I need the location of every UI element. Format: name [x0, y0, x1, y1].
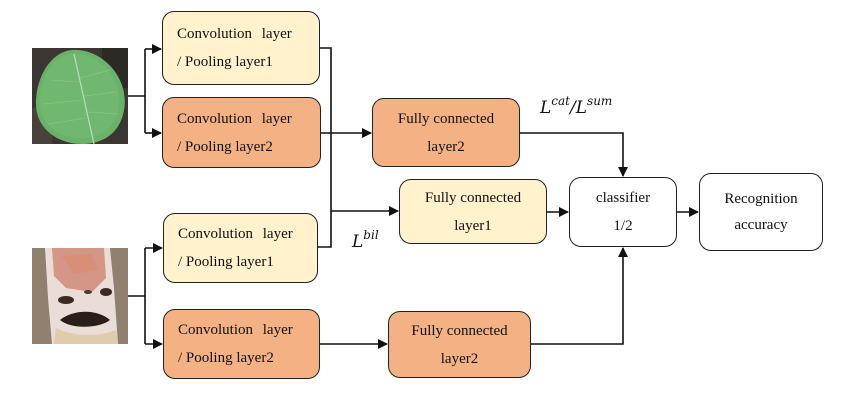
classifier-label-line1: classifier — [595, 190, 651, 206]
bottom-fc2-label-line2: layer2 — [440, 350, 479, 367]
bil-base: L — [352, 232, 364, 252]
sum-base: L — [575, 98, 588, 118]
top-fc2-label-line2: layer2 — [427, 138, 465, 155]
bottom-conv1-label-line2: / Pooling layer1 — [178, 254, 274, 270]
fc1-label-line1: Fully connected — [424, 189, 522, 206]
bottom-fc2-label-line1: Fully connected — [411, 322, 508, 339]
bark-image — [32, 248, 128, 344]
bottom-conv2-label-line1: Convolution layer — [178, 322, 293, 338]
bottom-conv2-label-line2: / Pooling layer2 — [178, 350, 274, 366]
bil-loss-label: Lbil — [352, 228, 379, 252]
bil-sup: bil — [363, 228, 379, 242]
top-fully-connected-layer2: Fully connected layer2 — [372, 98, 520, 167]
arrow-bottom-fc2-to-classifier — [531, 247, 628, 345]
cat-sum-loss-label: Lcat/Lsum — [540, 94, 612, 118]
top-conv2-label-line1: Convolution layer — [177, 110, 292, 127]
bottom-fully-connected-layer2: Fully connected layer2 — [388, 311, 531, 378]
bottom-conv-pool-layer2: Convolution layer / Pooling layer2 — [163, 309, 320, 379]
leaf-icon — [32, 48, 128, 144]
recognition-accuracy: Recognition accuracy — [699, 173, 823, 251]
top-conv1-label-line2: / Pooling layer1 — [177, 54, 273, 70]
cat-sup: cat — [551, 94, 570, 108]
classifier-label-line2: 1/2 — [613, 218, 633, 234]
top-conv-pool-layer1: Convolution layer / Pooling layer1 — [162, 11, 320, 85]
bottom-conv-pool-layer1: Convolution layer / Pooling layer1 — [163, 213, 318, 283]
sum-sup: sum — [587, 94, 613, 108]
bark-icon — [32, 248, 128, 344]
top-conv2-label-line2: / Pooling layer2 — [177, 138, 273, 155]
bottom-conv1-label-line1: Convolution layer — [178, 226, 293, 242]
leaf-image — [32, 48, 128, 144]
top-conv1-label-line1: Convolution layer — [177, 26, 292, 42]
wire-top-conv1-to-bus — [318, 47, 332, 248]
fully-connected-layer1: Fully connected layer1 — [399, 179, 547, 244]
fc1-label-line2: layer1 — [454, 217, 492, 234]
top-conv-pool-layer2: Convolution layer / Pooling layer2 — [162, 97, 321, 168]
top-fc2-label-line1: Fully connected — [397, 110, 495, 127]
cat-base: L — [540, 98, 552, 118]
classifier: classifier 1/2 — [569, 177, 677, 247]
output-label-line2: accuracy — [734, 217, 788, 233]
output-label-line1: Recognition — [724, 191, 798, 207]
cat-sum-separator: / — [570, 98, 576, 118]
arrow-top-fc2-to-classifier — [520, 132, 628, 177]
